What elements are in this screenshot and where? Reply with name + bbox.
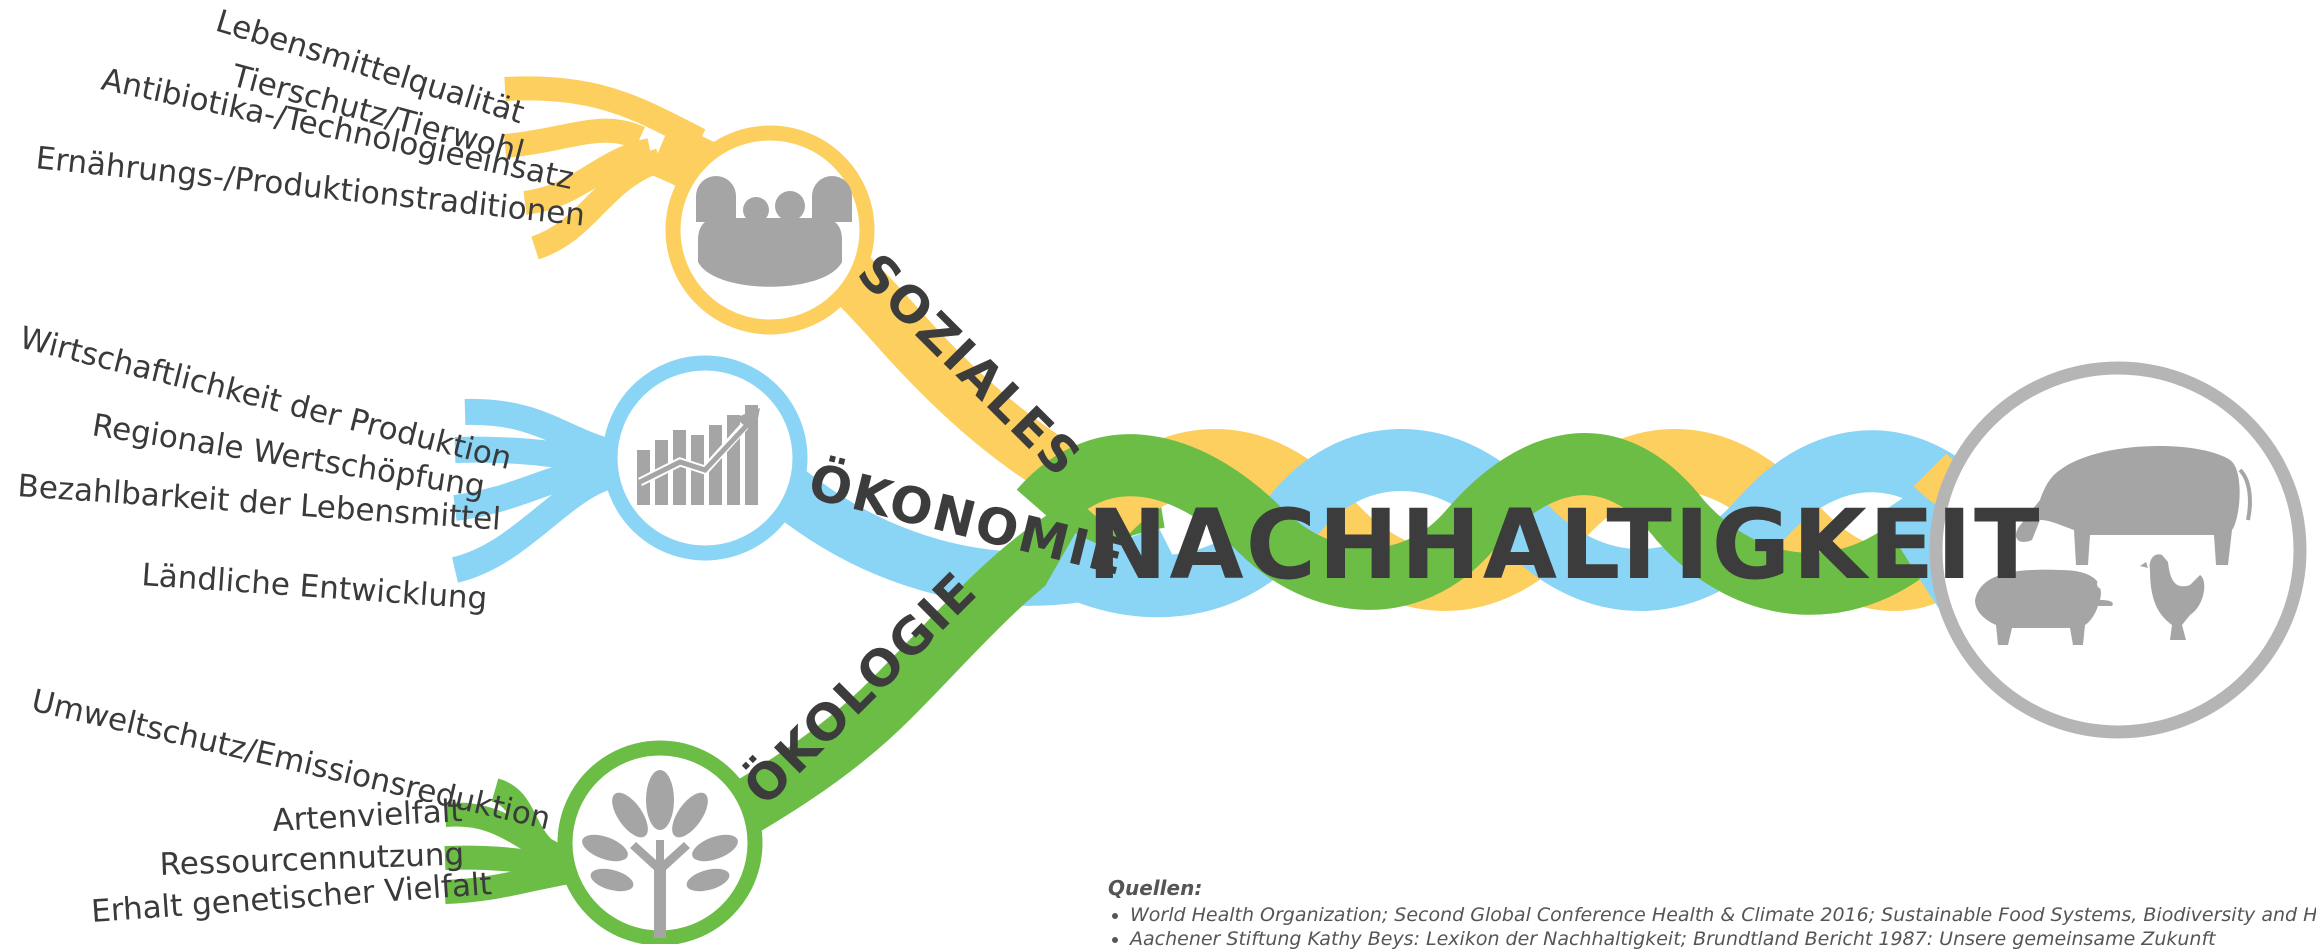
oekonomie-items: Wirtschaftlichkeit der Produktion Region… bbox=[16, 320, 515, 617]
oekonomie-item: Ländliche Entwicklung bbox=[140, 557, 488, 617]
oekologie-fingers bbox=[443, 778, 575, 904]
livestock-circle bbox=[1929, 361, 2307, 739]
growth-chart-icon bbox=[637, 405, 760, 505]
sustainability-braid bbox=[1016, 429, 2015, 649]
soziales-label: SOZIALES bbox=[847, 242, 1093, 488]
sources-list: World Health Organization; Second Global… bbox=[1108, 904, 2316, 950]
family-icon bbox=[696, 176, 852, 287]
oekologie-items: Umweltschutz/Emissionsreduktion Artenvie… bbox=[28, 683, 554, 930]
sources-block: Quellen: World Health Organization; Seco… bbox=[1108, 876, 2316, 952]
soziales-circle bbox=[665, 125, 875, 335]
diagram-title: NACHHALTIGKEIT bbox=[1087, 489, 2042, 601]
source-item: World Health Organization; Second Global… bbox=[1130, 904, 2316, 926]
oekonomie-circle bbox=[602, 355, 808, 561]
oekologie-ribbon bbox=[676, 472, 1165, 865]
pig-icon bbox=[1975, 569, 2113, 645]
tree-icon bbox=[582, 770, 738, 938]
oekologie-item: Artenvielfalt bbox=[272, 793, 464, 839]
oekonomie-fingers bbox=[451, 398, 624, 583]
oekologie-circle bbox=[557, 740, 763, 944]
livestock-icon bbox=[1975, 446, 2252, 645]
sources-heading: Quellen: bbox=[1108, 876, 1203, 900]
oekologie-label: ÖKOLOGIE bbox=[732, 560, 989, 817]
chicken-icon bbox=[2140, 554, 2205, 640]
source-item: Aachener Stiftung Kathy Beys: Lexikon de… bbox=[1130, 928, 2308, 950]
soziales-items: Lebensmittelqualität Tierschutz/Tierwohl… bbox=[34, 3, 587, 233]
cow-icon bbox=[2015, 446, 2252, 565]
